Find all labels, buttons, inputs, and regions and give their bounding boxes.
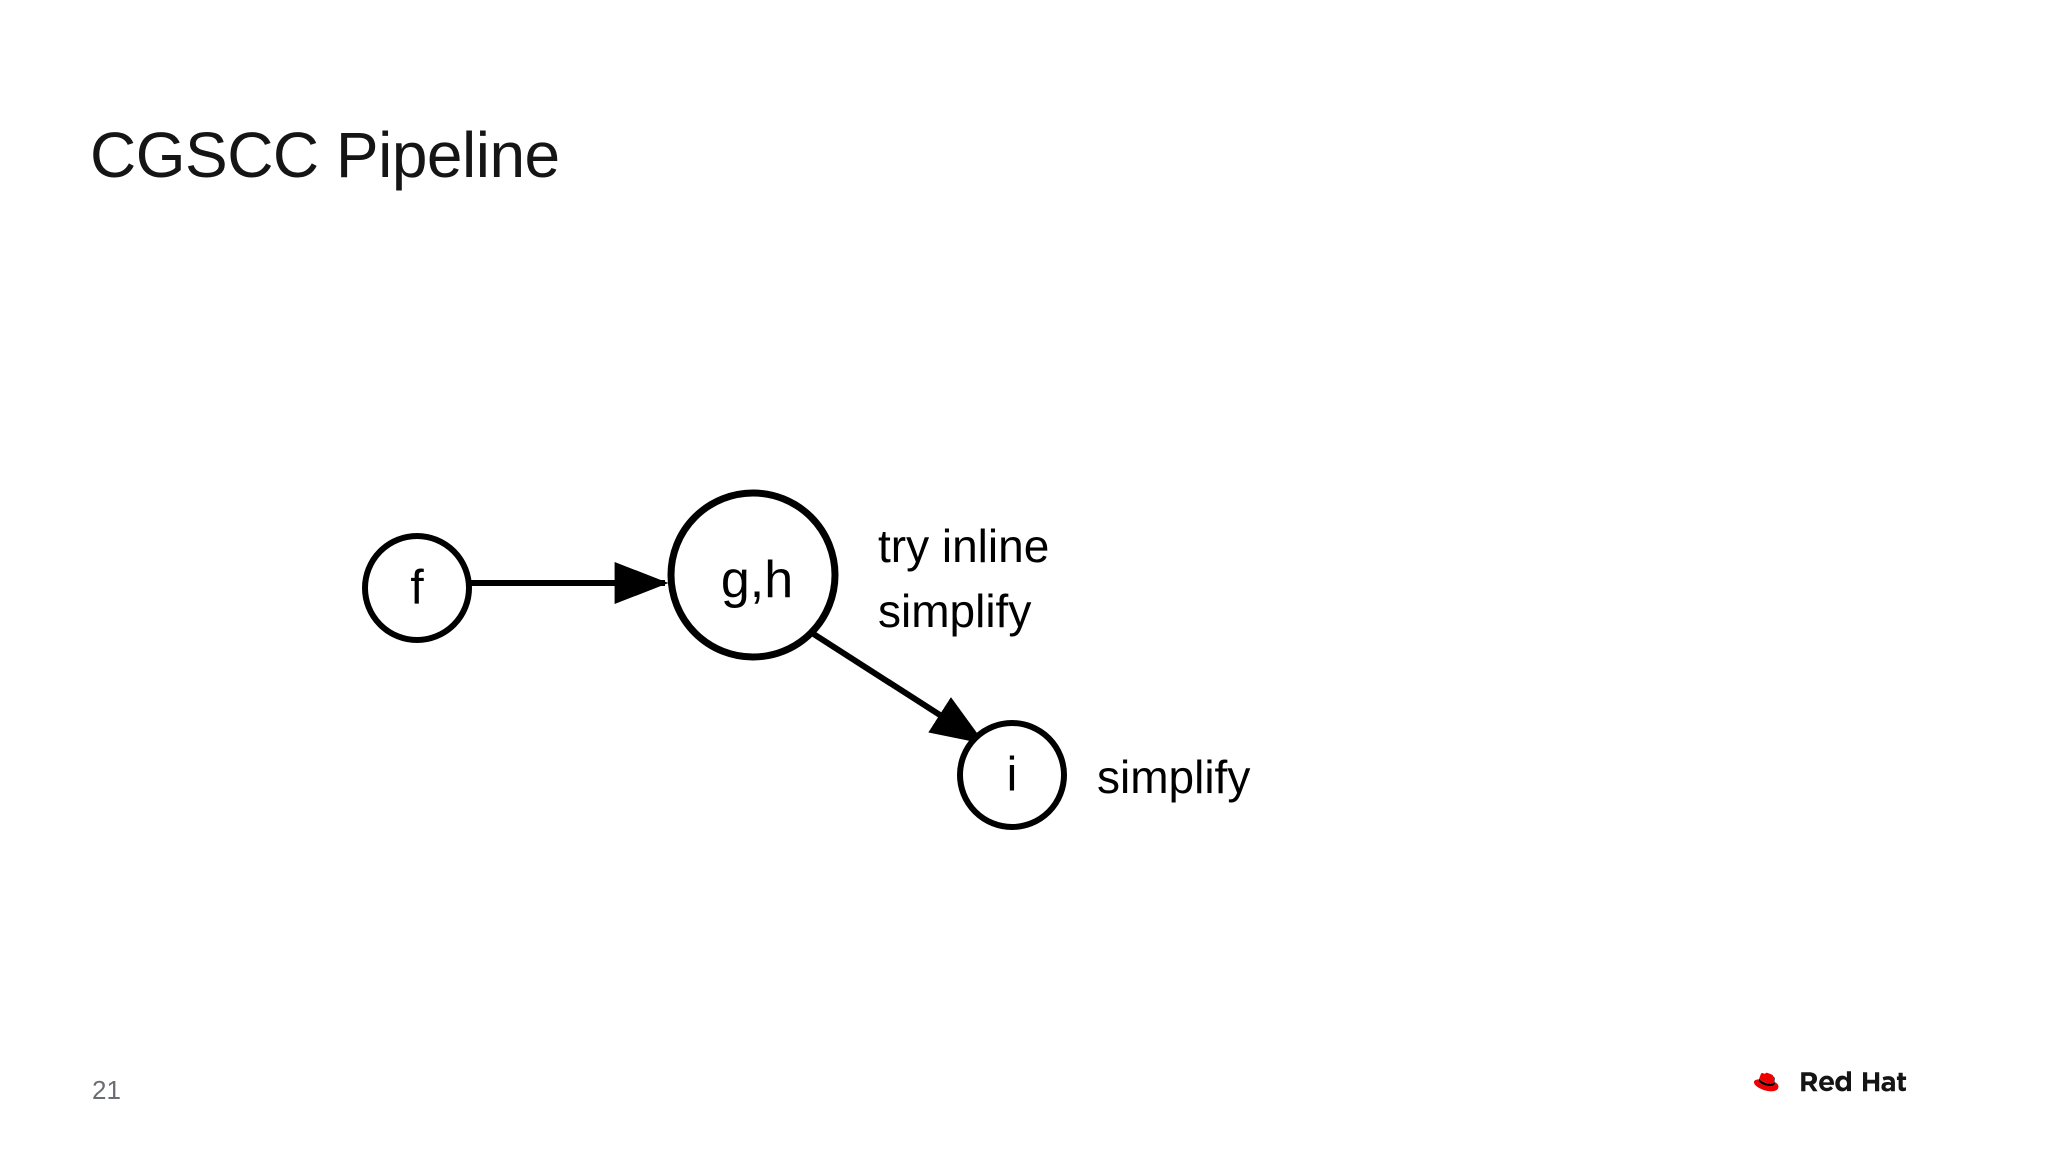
page-title: CGSCC Pipeline [90,119,560,191]
page-number: 21 [92,1075,121,1105]
node-f-label: f [410,562,424,615]
node-i[interactable]: i [957,720,1067,830]
node-f[interactable]: f [362,533,472,643]
node-i-label: i [1007,749,1018,802]
annotation-i-simplify: simplify [1097,751,1250,803]
node-gh-label: g,h [721,551,793,609]
node-i-circle [957,720,1067,830]
node-gh[interactable]: g,h [667,489,839,661]
node-f-circle [362,533,472,643]
node-gh-circle [667,489,839,661]
edge-gh-to-i [810,630,986,745]
red-hat-fedora-icon [1753,1072,1779,1092]
red-hat-wordmark [1801,1071,1907,1092]
red-hat-logo-svg [1753,1071,1907,1092]
red-hat-logo [1726,1048,1956,1110]
annotation-gh-simplify: simplify [878,585,1031,637]
annotation-try-inline: try inline [878,520,1049,572]
